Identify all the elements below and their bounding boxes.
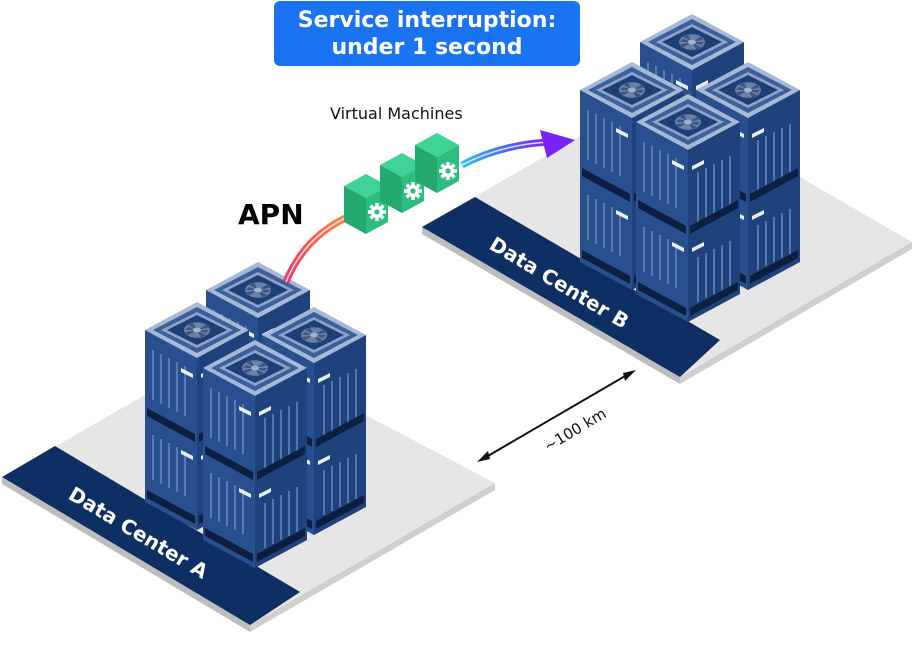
migration-arrow: [282, 130, 575, 284]
virtual-machines-label: Virtual Machines: [330, 104, 463, 123]
server-rack: [636, 94, 740, 322]
distance-label: ~100 km: [541, 404, 610, 455]
service-interruption-banner: Service interruption: under 1 second: [274, 1, 580, 66]
arrow-head-icon: [540, 130, 575, 158]
server-rack: [203, 340, 307, 568]
platform-band-b: [422, 197, 720, 377]
platform-band-a: [2, 446, 300, 625]
banner-line-1: Service interruption:: [297, 7, 557, 33]
banner-line-2: under 1 second: [331, 34, 523, 60]
vm-cube-gear-icon: [415, 133, 459, 193]
server-racks-b: [580, 14, 800, 322]
apn-label: APN: [238, 198, 304, 231]
distance-arrow: ~100 km: [477, 370, 636, 462]
